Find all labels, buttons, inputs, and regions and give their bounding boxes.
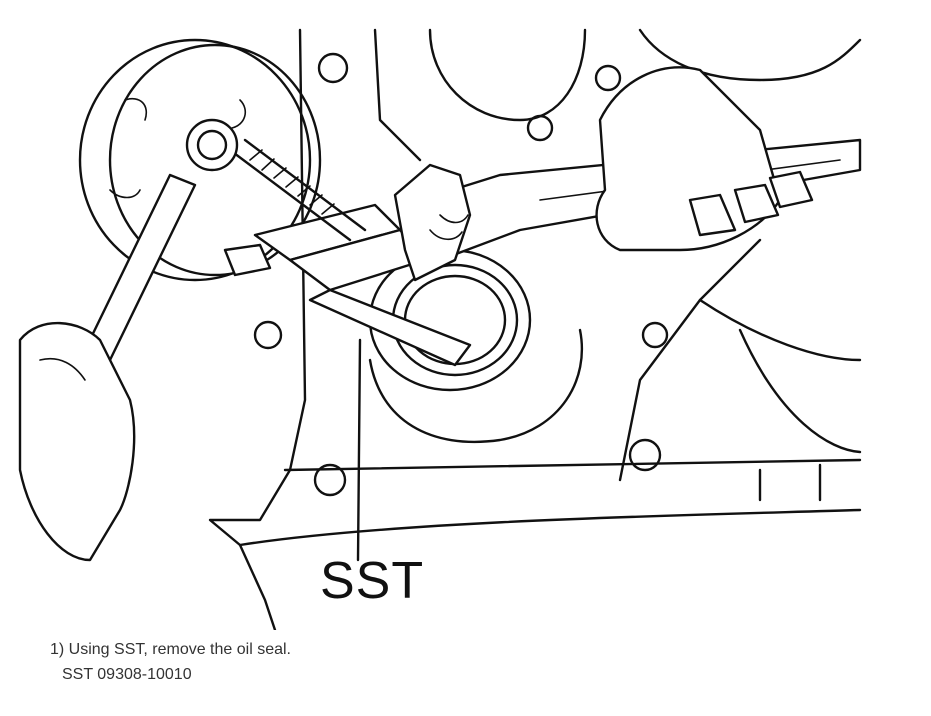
instruction-step: 1) Using SST, remove the oil seal. xyxy=(50,641,291,658)
tool-number: SST 09308-10010 xyxy=(62,666,192,683)
engine-block xyxy=(208,28,862,630)
oil-seal xyxy=(368,248,584,444)
sst-tool xyxy=(185,118,472,367)
callout-leader xyxy=(356,338,362,562)
left-hand xyxy=(18,321,136,562)
right-hand xyxy=(595,66,814,252)
crank-pulley xyxy=(78,38,322,282)
instruction-caption: 1) Using SST, remove the oil seal. SST 0… xyxy=(50,637,291,687)
oil-seal-removal-illustration xyxy=(18,28,862,630)
sst-callout-label: SST xyxy=(320,552,425,610)
